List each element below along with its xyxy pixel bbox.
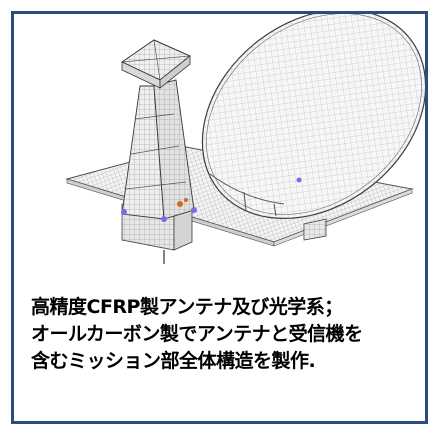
caption-line-3: 含むミッション部全体構造を製作.: [31, 350, 316, 372]
figure-frame: 高精度CFRP製アンテナ及び光学系； オールカーボン製でアンテナと受信機を 含む…: [11, 11, 428, 424]
figure-caption: 高精度CFRP製アンテナ及び光学系； オールカーボン製でアンテナと受信機を 含む…: [31, 294, 421, 375]
caption-line-1: 高精度CFRP製アンテナ及び光学系；: [31, 296, 343, 318]
dish-reflector: [201, 14, 425, 219]
caption-line-2: オールカーボン製でアンテナと受信機を: [31, 323, 363, 345]
feed-tower: [121, 79, 195, 220]
optics-head: [121, 39, 191, 89]
antenna-structure-model-icon: [65, 14, 425, 264]
joint-markers: [121, 177, 302, 222]
